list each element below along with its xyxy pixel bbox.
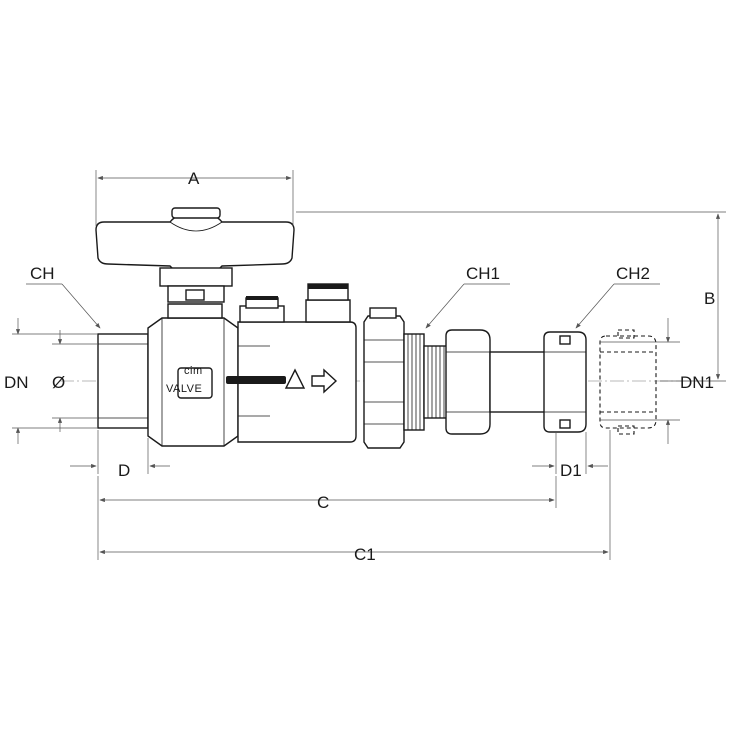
alternative-fitting-dashed <box>599 329 657 435</box>
union-nut <box>363 307 425 449</box>
filter-housing <box>226 283 357 443</box>
label-d: D <box>118 461 130 480</box>
leader-ch <box>26 283 101 329</box>
label-ch2: CH2 <box>616 264 650 283</box>
logo-brand: cim <box>184 365 203 377</box>
dimension-b <box>296 211 726 382</box>
dimension-d1 <box>532 432 608 474</box>
leader-ch2 <box>575 283 660 329</box>
compression-nut-ch1 <box>423 329 491 435</box>
compression-nut-ch2 <box>543 331 587 433</box>
dimension-c1 <box>97 430 611 560</box>
label-dn1: DN1 <box>680 373 714 392</box>
brand-mark-icon <box>284 368 306 389</box>
label-c1: C1 <box>354 545 376 564</box>
logo-text: VALVE <box>166 383 202 395</box>
label-a: A <box>188 169 200 188</box>
connecting-pipe <box>489 351 547 413</box>
label-b: B <box>704 289 715 308</box>
dimension-dn <box>12 318 98 444</box>
label-ch1: CH1 <box>466 264 500 283</box>
flow-direction-arrow-icon <box>311 368 338 394</box>
dimension-d <box>70 430 170 474</box>
label-c: C <box>317 493 329 512</box>
dimension-dn1 <box>600 318 680 444</box>
label-dn: DN <box>4 373 29 392</box>
butterfly-handle <box>95 207 295 303</box>
leader-ch1 <box>425 283 510 329</box>
dimension-c <box>97 476 557 508</box>
dimension-a <box>95 170 294 226</box>
valve-body <box>97 303 239 447</box>
label-d1: D1 <box>560 461 582 480</box>
label-ch: CH <box>30 264 55 283</box>
label-diameter: Ø <box>52 373 65 392</box>
